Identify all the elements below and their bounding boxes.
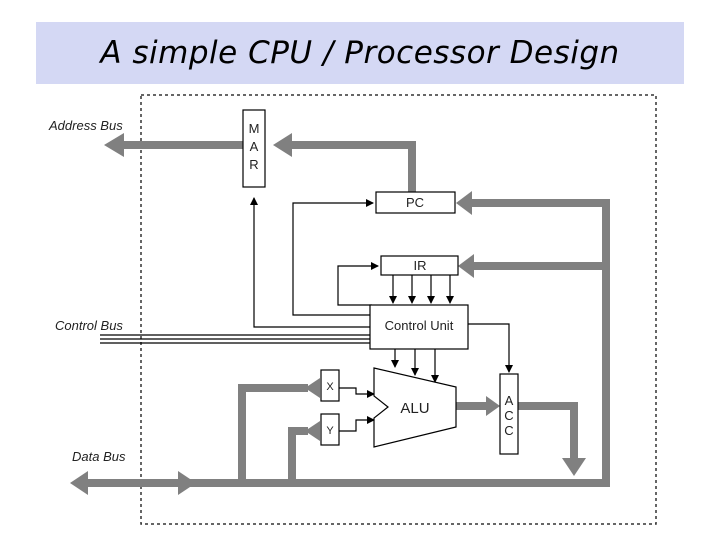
y-register: Y: [320, 413, 340, 446]
acc-register: A C C: [499, 373, 519, 455]
acc-label-1: A: [505, 393, 514, 408]
mar-label-1: M: [249, 121, 260, 136]
control-unit: Control Unit: [369, 304, 469, 350]
x-register: X: [320, 369, 340, 402]
mar-label-3: R: [249, 157, 258, 172]
x-label: X: [326, 381, 334, 393]
alu-label: ALU: [400, 400, 429, 417]
y-label: Y: [326, 425, 334, 437]
mar-register: M A R: [242, 109, 266, 188]
ir-label: IR: [414, 258, 427, 273]
control-bus-label: Control Bus: [55, 318, 123, 333]
internal-data-bus: [86, 141, 610, 487]
mar-label-2: A: [250, 139, 259, 154]
ir-register: IR: [380, 255, 459, 276]
pc-label: PC: [406, 195, 424, 210]
data-bus-label: Data Bus: [72, 449, 126, 464]
acc-label-3: C: [504, 423, 513, 438]
title-bar: A simple CPU / Processor Design: [36, 22, 684, 84]
bus-arrowheads: [70, 133, 586, 495]
acc-label-2: C: [504, 408, 513, 423]
address-bus-label: Address Bus: [48, 118, 123, 133]
cpu-boundary: [140, 94, 657, 525]
alu: ALU: [373, 367, 457, 448]
control-unit-label: Control Unit: [385, 318, 454, 333]
pc-register: PC: [375, 191, 456, 214]
control-lines: [100, 197, 513, 432]
page-title: A simple CPU / Processor Design: [100, 35, 620, 71]
